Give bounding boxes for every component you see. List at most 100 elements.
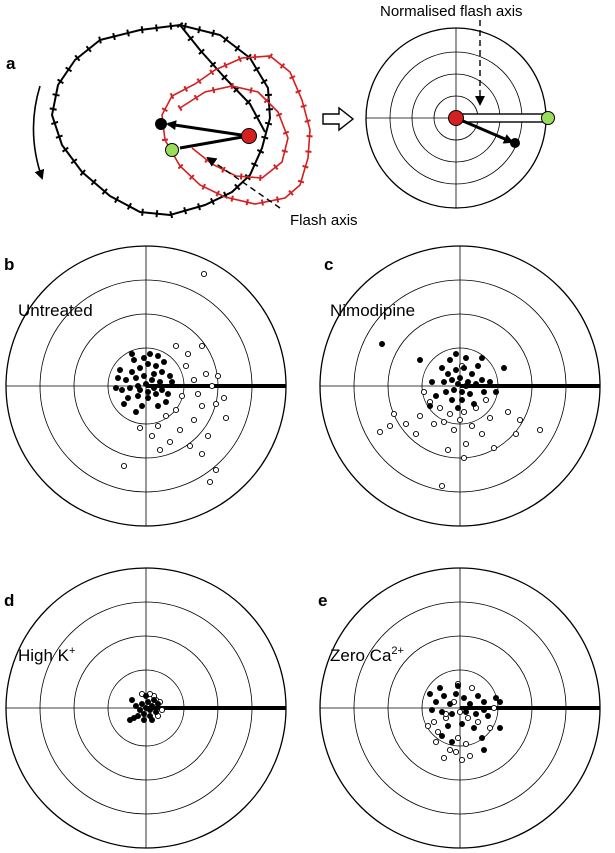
trajectory-tick	[52, 93, 60, 97]
open-point	[176, 426, 184, 434]
trajectory-tick	[201, 183, 206, 190]
trajectory-tick	[183, 22, 187, 30]
panel-d-condition: High K+	[18, 645, 75, 665]
closed-point	[379, 341, 385, 347]
panel-a-label: a	[6, 54, 16, 73]
closed-point	[147, 707, 153, 713]
open-point	[156, 446, 164, 454]
red-trajectory-inner	[179, 85, 289, 179]
open-point	[202, 370, 210, 378]
trajectory-tick	[275, 112, 283, 117]
trajectory-tick	[300, 104, 307, 108]
trajectory-tick	[177, 163, 184, 170]
closed-point	[133, 409, 139, 415]
closed-point	[145, 699, 151, 705]
trajectory-tick	[281, 149, 288, 153]
closed-point	[115, 375, 121, 381]
closed-point	[481, 699, 487, 705]
open-point	[390, 410, 398, 418]
closed-point	[445, 723, 451, 729]
trajectory-tick	[155, 210, 159, 218]
trajectory-tick	[79, 169, 86, 176]
closed-point	[493, 389, 499, 395]
open-point	[186, 442, 194, 450]
closed-point	[481, 707, 487, 713]
trajectory-tick	[187, 35, 195, 42]
open-point	[214, 372, 222, 380]
closed-point	[463, 355, 469, 361]
closed-point	[479, 735, 485, 741]
closed-point	[141, 717, 147, 723]
open-point	[468, 684, 476, 692]
closed-point	[481, 747, 487, 753]
closed-point	[497, 699, 503, 705]
closed-point	[145, 361, 151, 367]
closed-point	[429, 379, 435, 385]
panel-b: b Untreated	[4, 245, 287, 527]
closed-point	[141, 373, 147, 379]
open-point	[536, 426, 544, 434]
open-point	[184, 350, 192, 358]
closed-point	[155, 403, 161, 409]
closed-point	[469, 371, 475, 377]
trajectory-tick	[215, 190, 220, 197]
closed-point	[151, 697, 157, 703]
trajectory-tick	[101, 188, 108, 195]
closed-point	[135, 393, 141, 399]
trajectory-tick	[267, 53, 273, 60]
closed-point	[459, 397, 465, 403]
trajectory-tick	[90, 178, 97, 186]
closed-point	[441, 379, 447, 385]
open-point	[198, 342, 206, 350]
open-point	[474, 718, 482, 726]
polar-grid	[319, 245, 601, 527]
closed-point	[475, 693, 481, 699]
closed-point	[427, 691, 433, 697]
closed-point	[493, 695, 499, 701]
trajectory-tick	[112, 32, 116, 41]
open-point	[468, 422, 476, 430]
closed-point	[129, 351, 135, 357]
closed-point	[461, 365, 467, 371]
trajectory-tick	[126, 29, 130, 37]
open-point	[376, 428, 384, 436]
trajectory-tick	[193, 94, 199, 101]
closed-point	[439, 709, 445, 715]
polar-grid	[319, 567, 601, 849]
open-point	[464, 714, 472, 722]
trajectory-tick	[51, 120, 59, 126]
closed-point	[463, 383, 469, 389]
flash-axis-pointer	[206, 156, 281, 209]
trajectory-tick	[211, 86, 216, 94]
open-point	[478, 430, 486, 438]
closed-point	[441, 693, 447, 699]
trajectory-tick	[177, 104, 183, 112]
closed-point	[141, 355, 147, 361]
trajectory-tick	[209, 61, 217, 68]
open-point	[172, 342, 180, 350]
closed-point	[453, 351, 459, 357]
closed-point	[449, 739, 455, 745]
trajectory-tick	[57, 78, 64, 85]
closed-point	[121, 401, 127, 407]
open-point	[424, 722, 432, 730]
trajectory-tick	[244, 98, 252, 106]
open-point	[198, 450, 206, 458]
open-point	[458, 756, 466, 764]
trajectory-tick	[49, 107, 57, 111]
normalised-axis-bar	[455, 113, 549, 123]
vector-to-black	[166, 120, 249, 138]
closed-point	[123, 377, 129, 383]
closed-point	[429, 707, 435, 713]
closed-point	[129, 697, 135, 703]
trajectory-tick	[221, 166, 226, 173]
trajectory-tick	[210, 197, 215, 206]
closed-point	[149, 717, 155, 723]
open-point	[120, 462, 128, 470]
open-point	[490, 704, 498, 712]
closed-point	[133, 703, 139, 709]
panel-c: c Nimodipine	[319, 245, 601, 527]
closed-point	[487, 379, 493, 385]
open-point	[460, 454, 468, 462]
